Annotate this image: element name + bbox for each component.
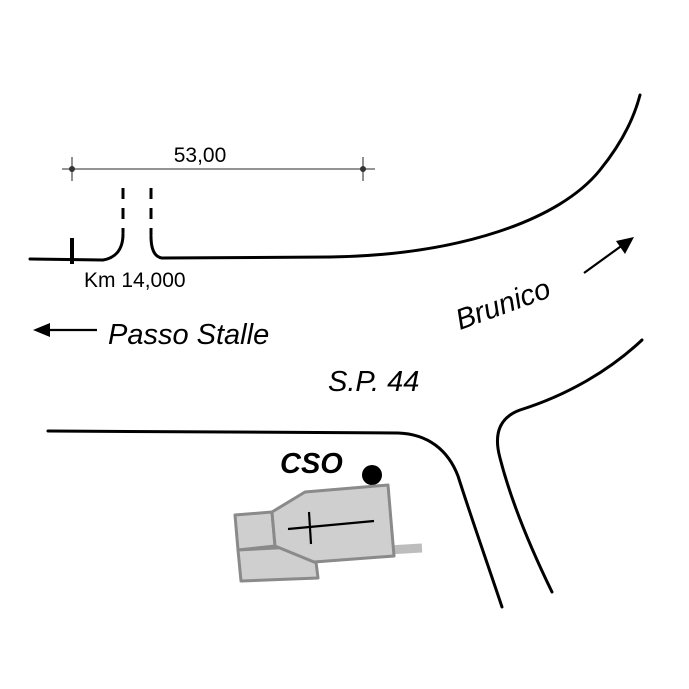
side-road-right-corner (149, 234, 164, 260)
dimension-end-dot-left (69, 166, 75, 172)
arrow-west-icon (33, 323, 97, 337)
church-building (233, 483, 423, 583)
dimension-end-dot-right (360, 166, 366, 172)
station-marker (362, 465, 382, 485)
km-label: Km 14,000 (84, 269, 186, 292)
dimension-label: 53,00 (174, 144, 227, 167)
road-name-label: S.P. 44 (328, 366, 419, 398)
station-label: CSO (280, 448, 343, 480)
road-edge-south-west (46, 429, 504, 609)
destination-east-label: Brunico (451, 273, 554, 337)
destination-west-label: Passo Stalle (108, 319, 269, 351)
road-edge-north (160, 93, 642, 260)
cross-icon (287, 519, 375, 531)
road-edge-south-east (496, 338, 644, 594)
arrow-northeast-icon (583, 237, 634, 274)
side-road-left-corner (101, 232, 125, 262)
road-edge-north-left (28, 257, 105, 262)
